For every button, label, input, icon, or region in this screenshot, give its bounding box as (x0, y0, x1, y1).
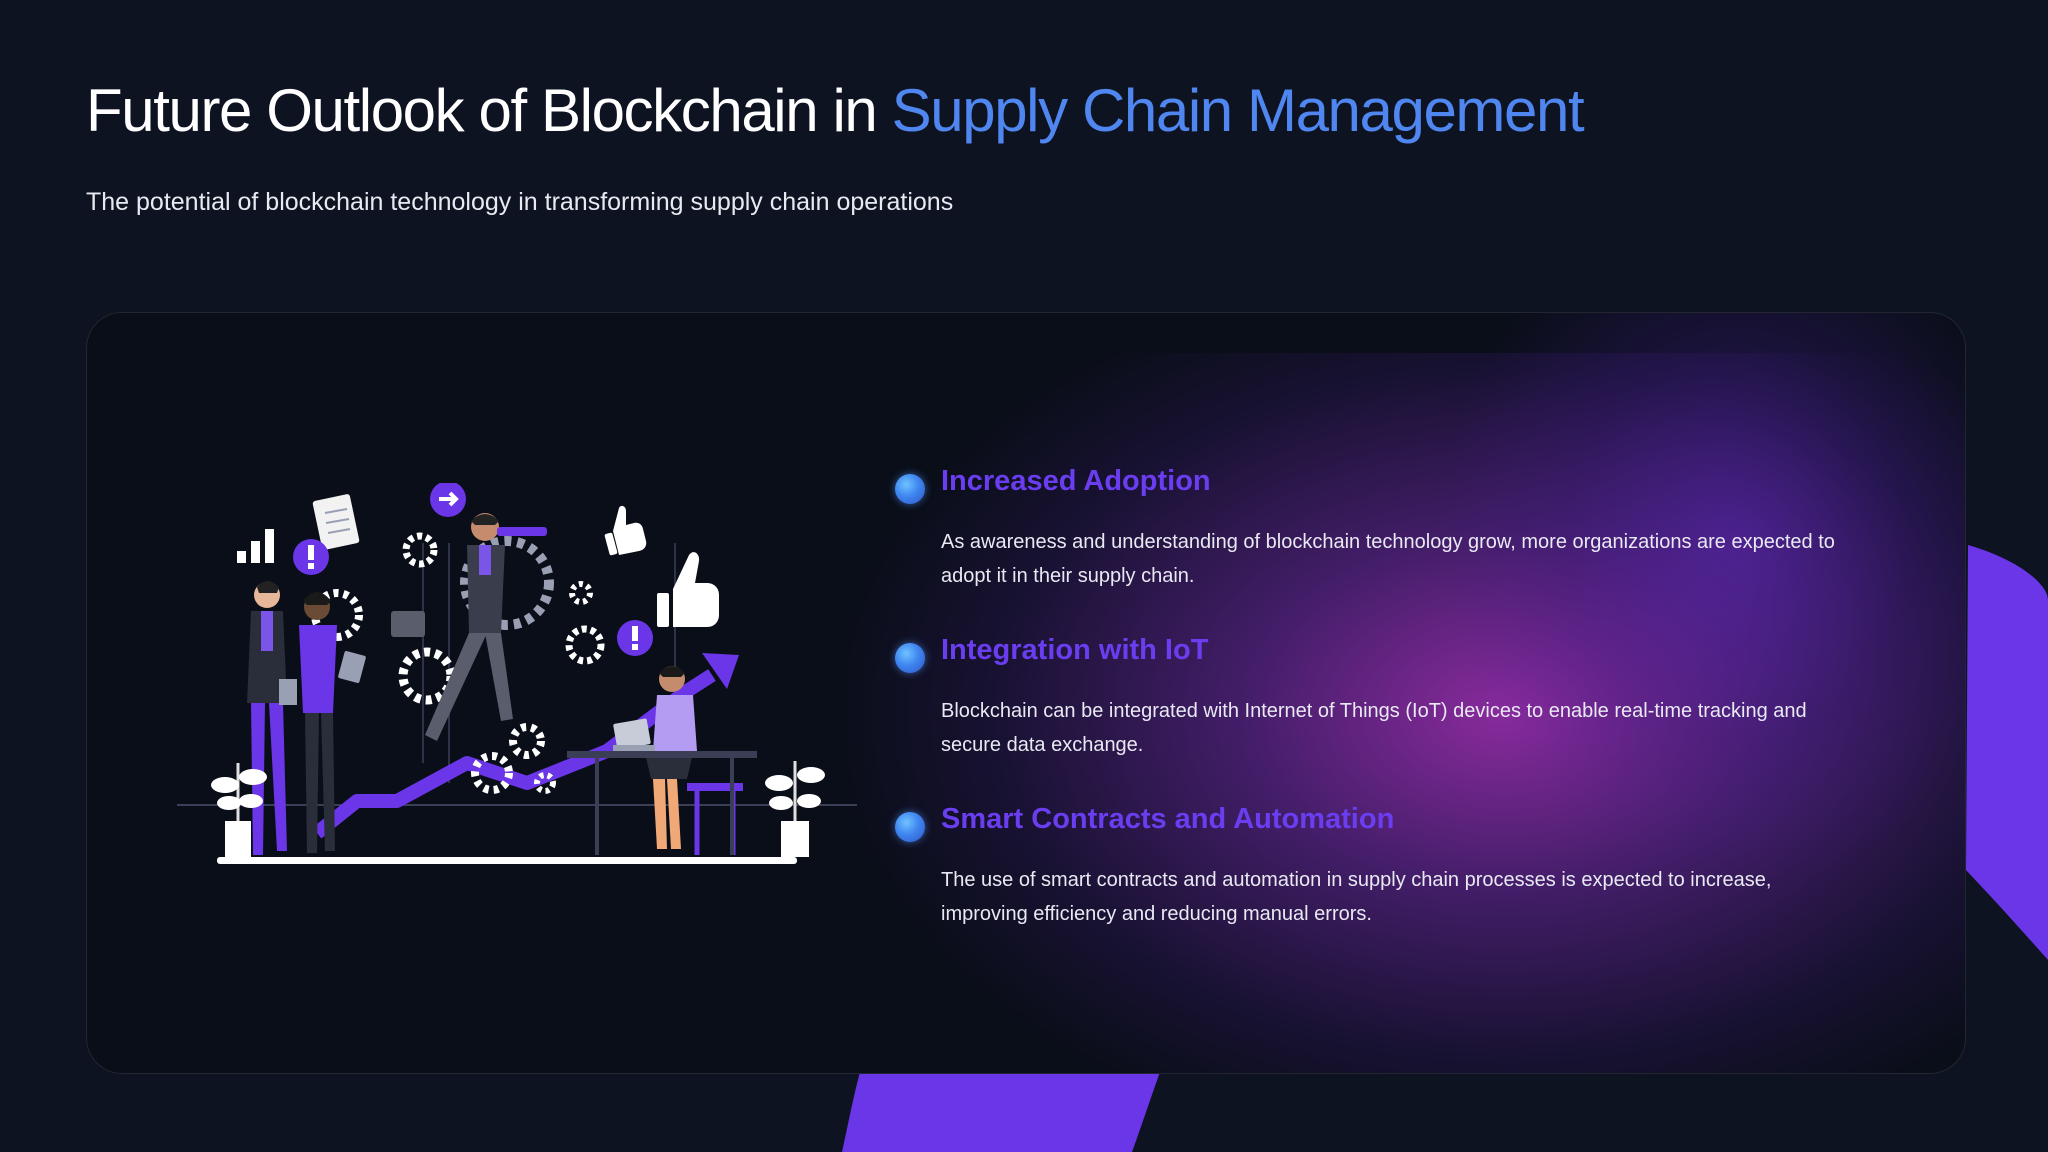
thumbs-up-icon (604, 505, 647, 556)
bar-chart-icon (237, 529, 274, 563)
gear-icon (460, 536, 554, 630)
item-description: The use of smart contracts and automatio… (941, 869, 1772, 925)
gear-icon (471, 752, 513, 794)
person-with-tablet (299, 592, 366, 853)
title-main: Future Outlook of Blockchain in (86, 77, 892, 144)
gear-icon (311, 589, 363, 641)
outlook-list: Increased Adoption As awareness and unde… (895, 465, 1915, 972)
item-title: Integration with IoT (941, 634, 1209, 666)
bullet-icon (895, 643, 925, 673)
page-title: Future Outlook of Blockchain in Supply C… (86, 76, 1585, 145)
document-icon (312, 494, 360, 550)
item-title: Increased Adoption (941, 465, 1211, 497)
gear-icon (569, 581, 593, 605)
desk (567, 718, 757, 855)
bullet-icon (895, 474, 925, 504)
plant-icon (765, 761, 825, 857)
gear-icon (565, 625, 605, 665)
title-accent: Supply Chain Management (891, 77, 1585, 144)
violet-glow (1437, 313, 1965, 893)
gear-icon (402, 532, 438, 568)
arrow-right-icon (430, 483, 466, 517)
person-with-telescope (391, 513, 547, 741)
content-card: Increased Adoption As awareness and unde… (86, 312, 1966, 1074)
alert-icon (293, 539, 329, 575)
item-description: Blockchain can be integrated with Intern… (941, 700, 1807, 756)
gear-icon (534, 772, 556, 794)
laptop-icon (613, 718, 655, 751)
team-growth-illustration (177, 483, 857, 864)
list-item-smart-contracts: Smart Contracts and Automation The use o… (895, 803, 1915, 972)
person-standing-left (247, 581, 297, 855)
person-seated-laptop (645, 666, 743, 855)
item-title: Smart Contracts and Automation (941, 803, 1395, 835)
thumbs-up-icon (657, 552, 719, 627)
list-item-increased-adoption: Increased Adoption As awareness and unde… (895, 465, 1915, 634)
growth-arrow-head (702, 653, 739, 689)
plant-icon (211, 763, 267, 857)
bullet-icon (895, 812, 925, 842)
alert-icon (617, 620, 653, 656)
gear-icon (509, 723, 545, 759)
item-description: As awareness and understanding of blockc… (941, 531, 1835, 587)
page-subtitle: The potential of blockchain technology i… (86, 188, 954, 216)
list-item-integration-iot: Integration with IoT Blockchain can be i… (895, 634, 1915, 803)
floor-base (217, 857, 797, 864)
